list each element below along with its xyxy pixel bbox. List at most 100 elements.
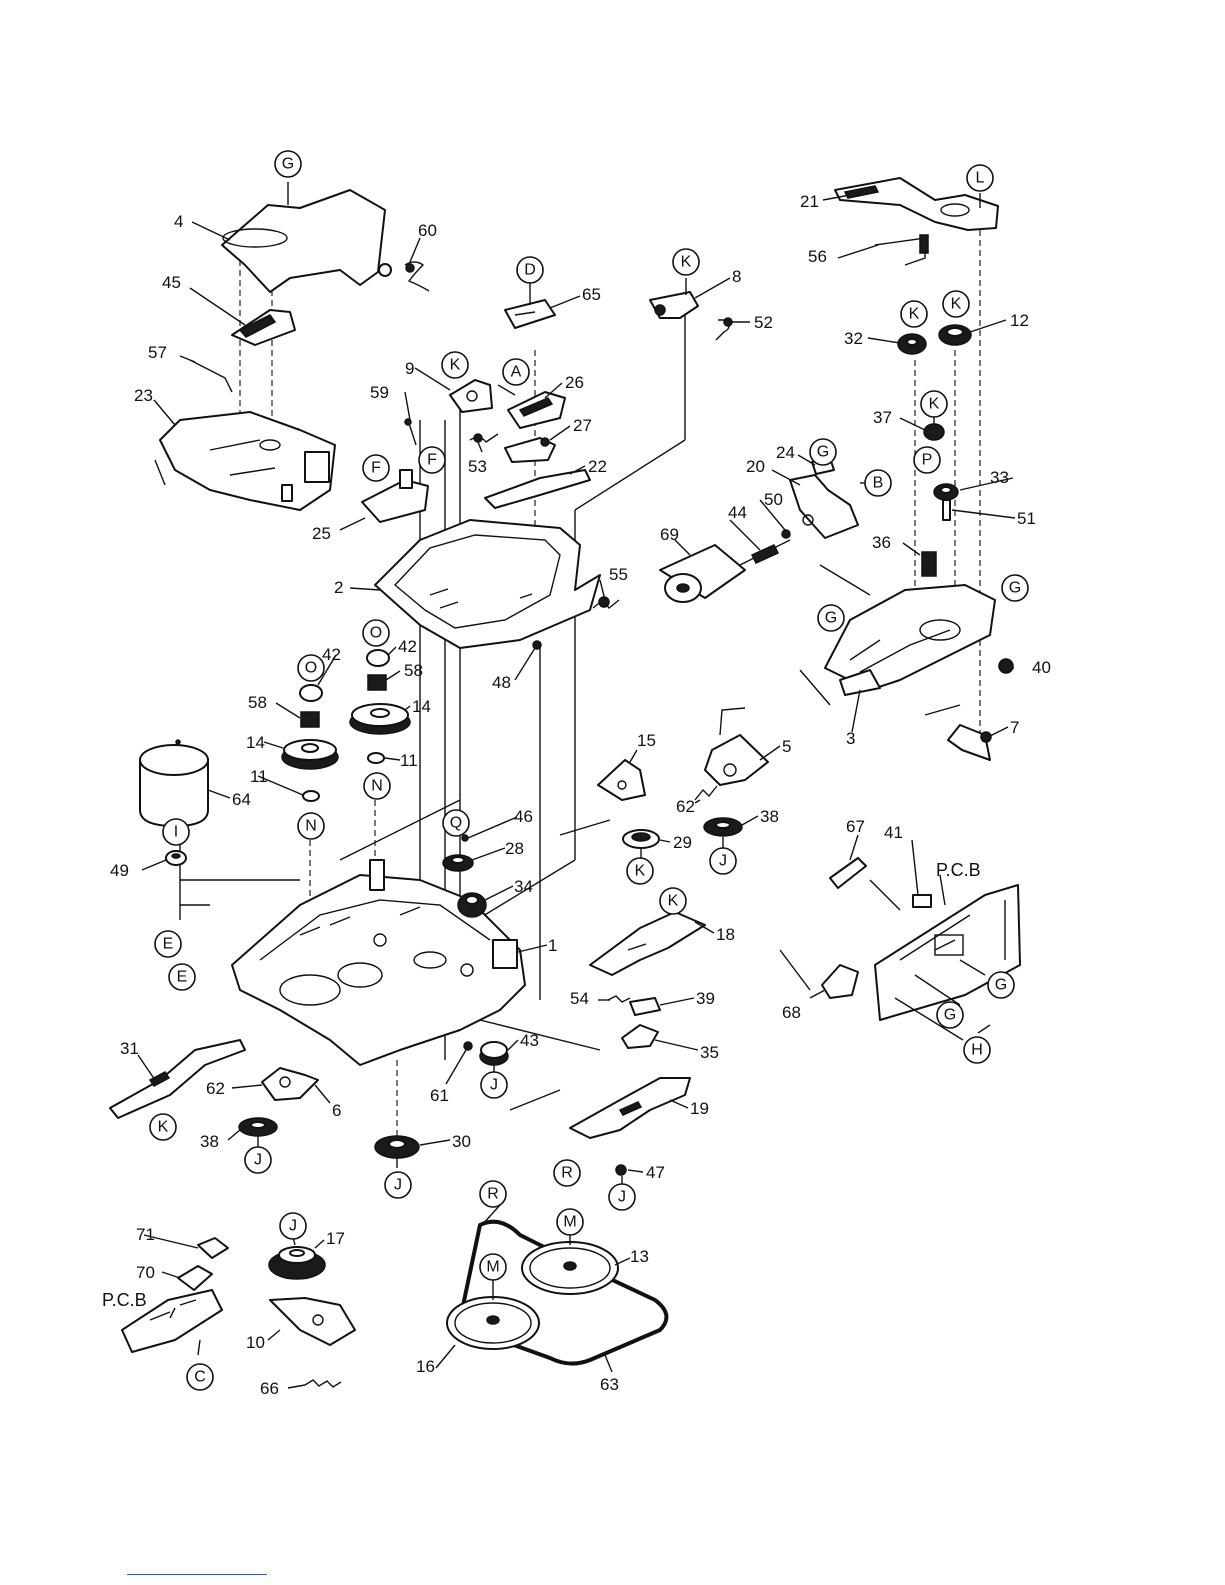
part-12-gear xyxy=(938,324,972,346)
svg-text:G: G xyxy=(995,977,1007,994)
part-27-block xyxy=(504,437,556,463)
part-51-shaft xyxy=(942,499,951,521)
callout-11a: 11 xyxy=(250,767,268,786)
callout-58b: 58 xyxy=(404,661,423,680)
ref-n1: N xyxy=(363,772,391,800)
callout-42b: 42 xyxy=(398,637,417,656)
part-49-pulley xyxy=(165,850,187,866)
callout-16: 16 xyxy=(416,1357,435,1376)
callout-44: 44 xyxy=(728,503,747,522)
callout-33: 33 xyxy=(990,468,1009,487)
ref-g3: G xyxy=(1001,574,1029,602)
part-7-bracket xyxy=(947,724,992,761)
part-15-lever xyxy=(597,759,646,801)
callout-leaders xyxy=(137,182,1016,1389)
ref-r2: R xyxy=(553,1159,581,1187)
reference-markers: G L D K K K K A K F F G B P G G O O N N … xyxy=(149,150,1029,1391)
callout-30: 30 xyxy=(452,1132,471,1151)
callout-1: 1 xyxy=(548,936,557,955)
svg-text:L: L xyxy=(976,170,985,187)
part-37-gear xyxy=(923,423,945,441)
svg-text:J: J xyxy=(719,853,727,870)
callout-17: 17 xyxy=(326,1229,345,1248)
svg-text:R: R xyxy=(561,1165,573,1182)
ref-o1: O xyxy=(297,654,325,682)
callout-46: 46 xyxy=(514,807,533,826)
part-53-spring-end xyxy=(473,433,483,443)
callout-13: 13 xyxy=(630,1247,649,1266)
callout-15: 15 xyxy=(637,731,656,750)
part-30-gear xyxy=(374,1135,420,1159)
callout-29: 29 xyxy=(673,833,692,852)
callout-67: 67 xyxy=(846,817,865,836)
callout-7: 7 xyxy=(1010,718,1019,737)
svg-text:J: J xyxy=(254,1152,262,1169)
callout-39: 39 xyxy=(696,989,715,1008)
part-13-flywheel xyxy=(521,1241,619,1295)
svg-text:R: R xyxy=(487,1186,499,1203)
part-41-connector xyxy=(912,894,932,908)
callout-68: 68 xyxy=(782,1003,801,1022)
callout-42a: 42 xyxy=(322,645,341,664)
callout-24: 24 xyxy=(776,443,795,462)
callout-25: 25 xyxy=(312,524,331,543)
ref-n2: N xyxy=(297,812,325,840)
ref-j5: J xyxy=(608,1183,636,1211)
callout-14b: 14 xyxy=(412,697,431,716)
ref-j3: J xyxy=(384,1171,412,1199)
callout-10: 10 xyxy=(246,1333,265,1352)
part-22-slider xyxy=(484,469,591,509)
callout-65: 65 xyxy=(582,285,601,304)
svg-text:E: E xyxy=(177,969,188,986)
svg-text:M: M xyxy=(563,1214,576,1231)
svg-text:G: G xyxy=(282,156,294,173)
ref-a1: A xyxy=(502,358,530,386)
part-71-switch xyxy=(197,1237,229,1259)
part-8-arm xyxy=(649,291,699,319)
callout-60: 60 xyxy=(418,221,437,240)
part-23-bracket xyxy=(154,411,336,511)
part-2-main-plate xyxy=(374,519,601,649)
ref-g4: G xyxy=(817,604,845,632)
callout-48: 48 xyxy=(492,673,511,692)
svg-text:D: D xyxy=(524,262,536,279)
part-39-block xyxy=(629,997,661,1016)
part-56-wire xyxy=(874,234,929,266)
part-19-slider xyxy=(569,1077,691,1139)
svg-text:N: N xyxy=(305,818,317,835)
svg-text:K: K xyxy=(909,306,920,323)
part-29-gear xyxy=(622,829,660,849)
ref-q1: Q xyxy=(442,809,470,837)
part-69-motor xyxy=(659,544,746,603)
callout-56: 56 xyxy=(808,247,827,266)
callout-62b: 62 xyxy=(676,797,695,816)
callout-52: 52 xyxy=(754,313,773,332)
callout-37: 37 xyxy=(873,408,892,427)
part-18-slider xyxy=(589,911,706,976)
svg-text:J: J xyxy=(490,1077,498,1094)
part-54-spring xyxy=(607,995,631,1003)
part-55-spring xyxy=(592,596,620,609)
callout-23: 23 xyxy=(134,386,153,405)
part-47-ball xyxy=(615,1164,627,1176)
part-64-motor-can xyxy=(139,739,209,827)
svg-text:J: J xyxy=(394,1177,402,1194)
callout-71: 71 xyxy=(136,1225,155,1244)
callout-22: 22 xyxy=(588,457,607,476)
svg-text:Q: Q xyxy=(450,815,462,832)
part-14a-gear xyxy=(281,739,339,770)
svg-text:K: K xyxy=(635,863,646,880)
part-34-cam xyxy=(457,892,487,918)
callout-14a: 14 xyxy=(246,733,265,752)
svg-text:K: K xyxy=(668,893,679,910)
callout-47: 47 xyxy=(646,1163,665,1182)
callout-55: 55 xyxy=(609,565,628,584)
callout-3: 3 xyxy=(846,729,855,748)
callout-61: 61 xyxy=(430,1086,449,1105)
ref-g2: G xyxy=(809,438,837,466)
ref-d1: D xyxy=(516,256,544,284)
ref-k4: K xyxy=(441,351,469,379)
part-46-ball xyxy=(461,834,469,842)
svg-text:F: F xyxy=(371,460,381,477)
